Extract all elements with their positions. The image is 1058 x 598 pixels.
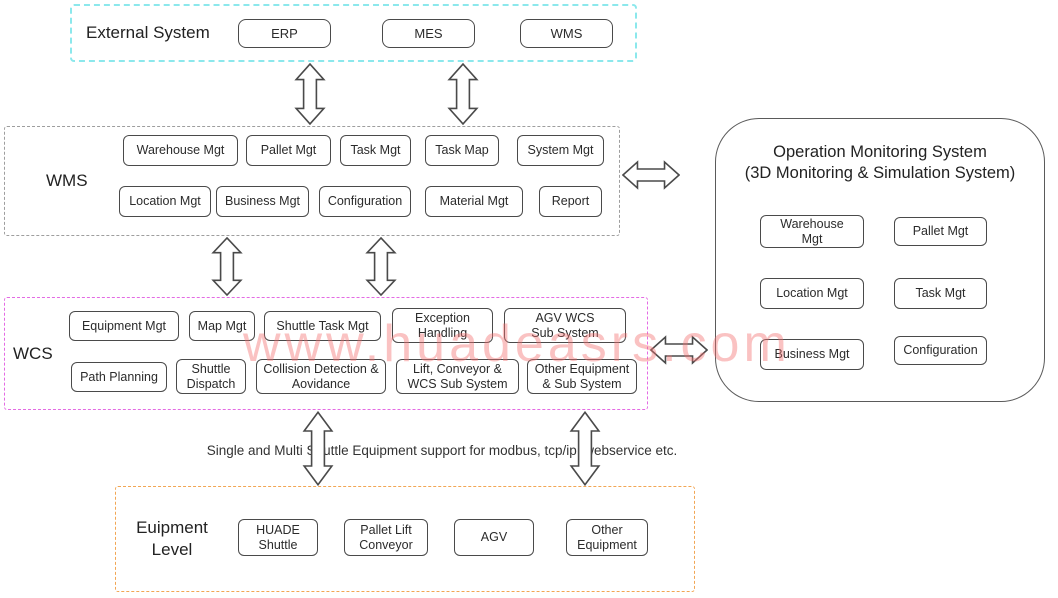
arrow-wms-monitoring-icon: [622, 160, 680, 190]
pallet-mgt-box: Pallet Mgt: [246, 135, 331, 166]
arrow-wcs-monitoring-icon: [650, 335, 708, 365]
arrow-wms-wcs-left-icon: [211, 237, 243, 296]
mes-box: MES: [382, 19, 475, 48]
monitor-task-mgt-box: Task Mgt: [894, 278, 987, 309]
equipment-mgt-box: Equipment Mgt: [69, 311, 179, 341]
map-mgt-box: Map Mgt: [189, 311, 255, 341]
monitoring-system-panel: Operation Monitoring System (3D Monitori…: [715, 118, 1045, 402]
monitoring-title-line1: Operation Monitoring System: [773, 143, 987, 161]
business-mgt-box: Business Mgt: [216, 186, 309, 217]
external-system-label: External System: [86, 22, 210, 42]
monitor-warehouse-mgt-box: Warehouse Mgt: [760, 215, 864, 248]
lift-conveyor-subsystem-box: Lift, Conveyor & WCS Sub System: [396, 359, 519, 394]
wcs-label: WCS: [13, 343, 53, 363]
agv-box: AGV: [454, 519, 534, 556]
task-mgt-box: Task Mgt: [340, 135, 411, 166]
external-system-section: External System ERP MES WMS: [70, 4, 637, 62]
monitor-configuration-box: Configuration: [894, 336, 987, 365]
arrow-wcs-equipment-right-icon: [569, 411, 601, 486]
monitor-pallet-mgt-box: Pallet Mgt: [894, 217, 987, 246]
location-mgt-box: Location Mgt: [119, 186, 211, 217]
shuttle-task-mgt-box: Shuttle Task Mgt: [264, 311, 381, 341]
task-map-box: Task Map: [425, 135, 499, 166]
external-wms-box: WMS: [520, 19, 613, 48]
pallet-lift-conveyor-box: Pallet Lift Conveyor: [344, 519, 428, 556]
collision-detection-box: Collision Detection & Aovidance: [256, 359, 386, 394]
report-box: Report: [539, 186, 602, 217]
path-planning-box: Path Planning: [71, 362, 167, 392]
arrow-external-wms-right-icon: [447, 63, 479, 125]
huade-shuttle-box: HUADE Shuttle: [238, 519, 318, 556]
system-mgt-box: System Mgt: [517, 135, 604, 166]
erp-box: ERP: [238, 19, 331, 48]
protocol-support-note: Single and Multi Shuttle Equipment suppo…: [206, 443, 678, 458]
equipment-level-section: Euipment Level HUADE Shuttle Pallet Lift…: [115, 486, 695, 592]
other-equipment-subsystem-box: Other Equipment & Sub System: [527, 359, 637, 394]
equipment-level-label: Euipment Level: [136, 517, 208, 559]
arrow-wcs-equipment-left-icon: [302, 411, 334, 486]
other-equipment-box: Other Equipment: [566, 519, 648, 556]
shuttle-dispatch-box: Shuttle Dispatch: [176, 359, 246, 394]
configuration-box: Configuration: [319, 186, 411, 217]
monitor-business-mgt-box: Business Mgt: [760, 339, 864, 370]
exception-handling-box: Exception Handling: [392, 308, 493, 343]
wms-section: WMS Warehouse Mgt Pallet Mgt Task Mgt Ta…: [4, 126, 620, 236]
monitor-location-mgt-box: Location Mgt: [760, 278, 864, 309]
material-mgt-box: Material Mgt: [425, 186, 523, 217]
arrow-external-wms-left-icon: [294, 63, 326, 125]
warehouse-mgt-box: Warehouse Mgt: [123, 135, 238, 166]
wms-label: WMS: [46, 170, 88, 190]
arrow-wms-wcs-right-icon: [365, 237, 397, 296]
monitoring-title-line2: (3D Monitoring & Simulation System): [744, 164, 1016, 182]
agv-wcs-subsystem-box: AGV WCS Sub System: [504, 308, 626, 343]
wcs-section: WCS Equipment Mgt Map Mgt Shuttle Task M…: [4, 297, 648, 410]
